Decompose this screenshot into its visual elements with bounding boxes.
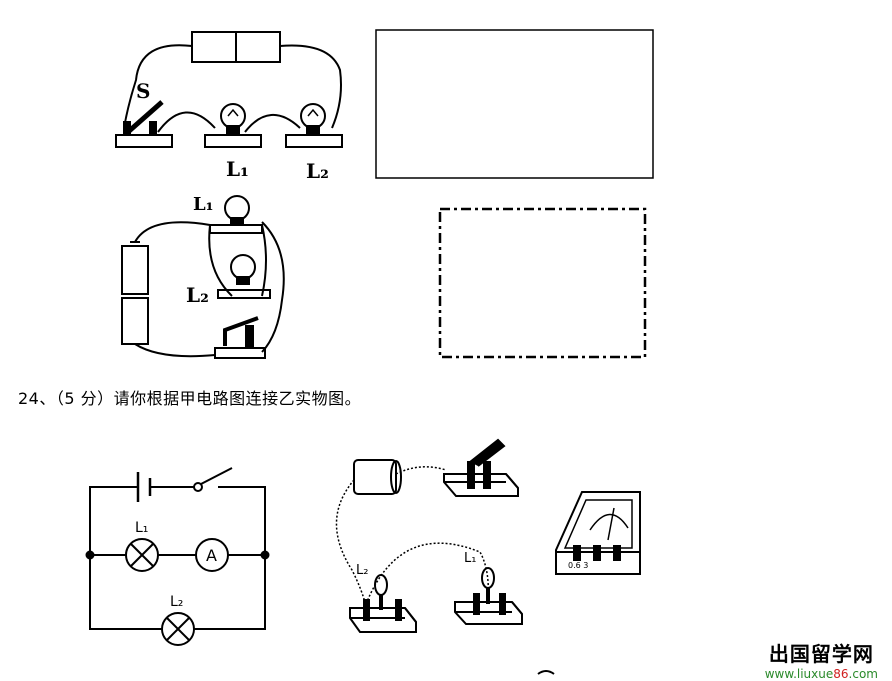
watermark-url: www.liuxue86.com bbox=[765, 667, 878, 681]
wire-top-left bbox=[123, 44, 193, 129]
bulb-l2-top bbox=[300, 103, 326, 129]
figure-top-physical bbox=[115, 31, 343, 148]
switch-board-yi bbox=[443, 473, 519, 497]
physical-yi bbox=[335, 438, 641, 633]
bulb-l1-top bbox=[220, 103, 246, 129]
switch-contact bbox=[193, 482, 203, 492]
switch-base bbox=[115, 134, 173, 148]
watermark: 出国留学网 www.liuxue86.com bbox=[765, 638, 878, 681]
watermark-cn: 出国留学网 bbox=[768, 642, 874, 666]
battery-cell-1 bbox=[191, 31, 237, 63]
bulb-l2-mid bbox=[230, 254, 256, 280]
l1-base bbox=[204, 134, 262, 148]
wire-l1-l2 bbox=[244, 113, 301, 133]
label-mid-l2: L₂ bbox=[186, 283, 209, 307]
lamp-board-l2 bbox=[349, 607, 417, 633]
label-sch-l1: L₁ bbox=[135, 520, 148, 536]
label-real-l2: L₂ bbox=[356, 563, 368, 578]
watermark-url-suffix: .com bbox=[848, 667, 878, 681]
label-sch-l2: L₂ bbox=[170, 594, 183, 610]
watermark-url-prefix: www.liuxue bbox=[764, 667, 834, 681]
label-ammeter: A bbox=[206, 546, 217, 565]
battery-yi bbox=[353, 459, 397, 495]
question-text: 24、（5 分）请你根据甲电路图连接乙实物图。 bbox=[18, 389, 362, 408]
answer-box-1 bbox=[375, 29, 654, 179]
answer-box-2 bbox=[438, 207, 647, 359]
figure-mid-physical bbox=[121, 195, 285, 359]
label-switch-s: S bbox=[136, 79, 150, 103]
wire-s-l1 bbox=[157, 111, 216, 133]
battery-vertical-1 bbox=[121, 245, 149, 295]
switch-blade bbox=[200, 467, 233, 485]
ammeter-device bbox=[555, 491, 641, 553]
battery-vertical-2 bbox=[121, 297, 149, 345]
bulb-l1-mid bbox=[224, 195, 250, 221]
l2-base bbox=[285, 134, 343, 148]
label-meter-scale: 0.6 3 bbox=[568, 561, 588, 570]
label-top-l1: L₁ bbox=[226, 157, 249, 181]
switch-lever bbox=[126, 100, 164, 134]
watermark-url-num: 86 bbox=[833, 667, 849, 681]
schematic-jia bbox=[85, 467, 270, 646]
label-top-l2: L₂ bbox=[306, 159, 329, 183]
switch-base-mid bbox=[214, 347, 266, 359]
label-real-l1: L₁ bbox=[464, 551, 476, 566]
wire-top-right bbox=[279, 44, 342, 129]
battery-cell-2 bbox=[235, 31, 281, 63]
label-mid-l1: L₁ bbox=[193, 194, 214, 215]
